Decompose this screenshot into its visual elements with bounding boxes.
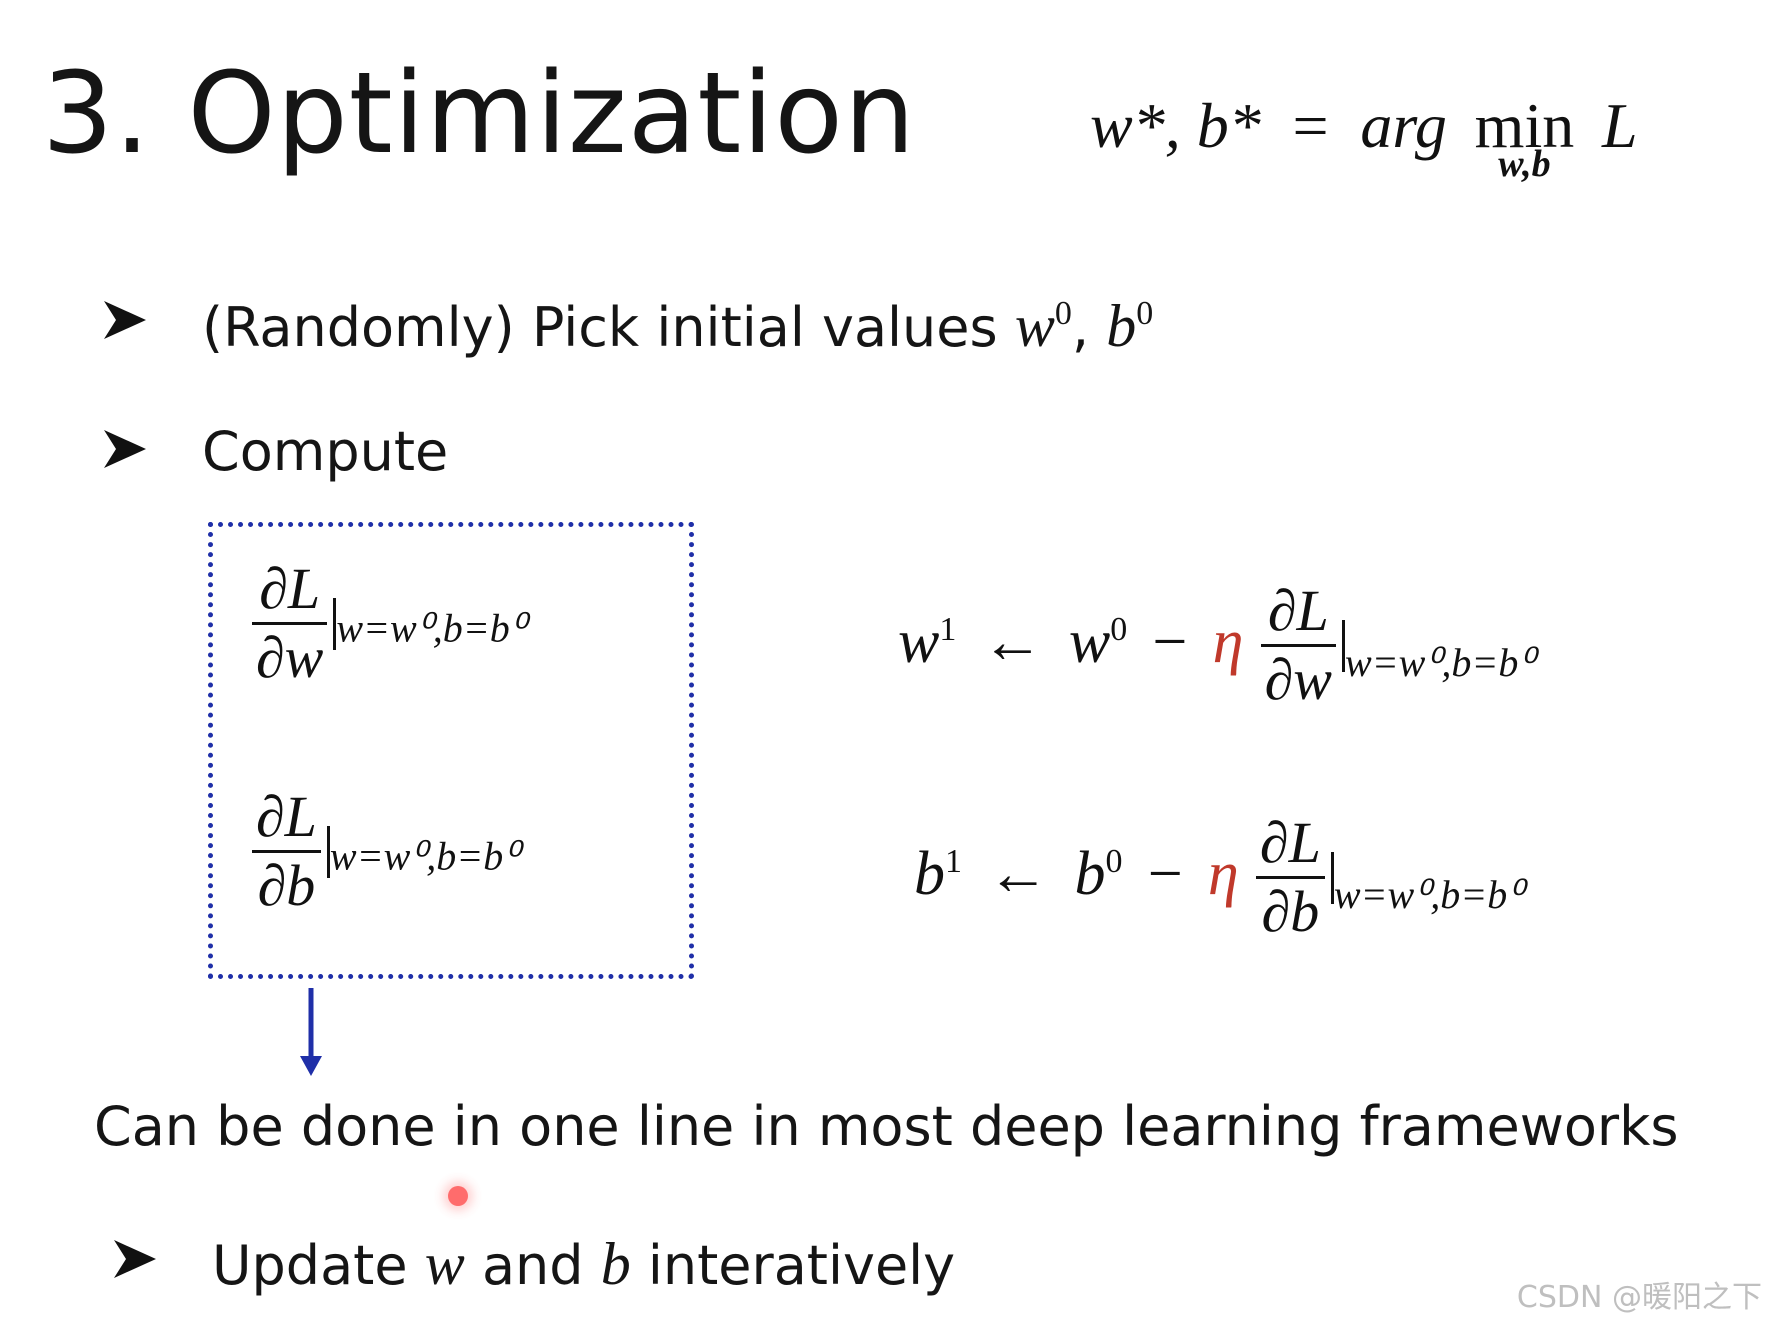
gradient-w-eval: w=w⁰,b=b⁰ [336,605,526,651]
update-b-fraction: ∂L ∂b [1255,810,1325,944]
gradient-b: ∂L ∂b w=w⁰,b=b⁰ [252,788,519,915]
objective-lhs: w*, b* [1090,90,1261,161]
fraction-bar [252,850,321,853]
fraction-bar [252,622,328,625]
gradient-box [208,522,694,979]
arrowhead-bullet-icon [104,301,146,339]
update-b-rhs: b [1074,839,1106,908]
bullet-pick-b: b [1106,293,1137,359]
update-w-rhs: w [1068,607,1111,676]
arrowhead-bullet-icon [104,430,146,468]
update-b-arrow: ← [987,839,1050,908]
bullet-pick-initial-text: (Randomly) Pick initial values [202,296,998,359]
bullet-update-b: b [600,1231,631,1297]
watermark: CSDN @暖阳之下 [1516,1280,1762,1315]
update-w-eval: w=w⁰,b=b⁰ [1344,639,1535,685]
fraction-bar [1260,644,1336,647]
update-w-equation: w1 ← w0 − η ∂L ∂w w=w⁰,b=b⁰ [898,582,1534,709]
update-w-lhs-sup: 1 [939,610,957,648]
bullet-update-w: w [424,1231,465,1297]
bullet-update-text-c: interatively [647,1234,956,1297]
update-w-rhs-sup: 0 [1110,610,1128,648]
gradient-w-den: ∂w [256,625,324,690]
gradient-w-fraction: ∂L ∂w [252,556,328,690]
slide-title: 3. Optimization [42,49,916,179]
bullet-update: Update w and b interatively [212,1234,955,1294]
update-b-eta: η [1207,839,1239,908]
pointer-highlight [448,1186,468,1206]
bullet-update-text-a: Update [212,1234,408,1297]
bullet-pick-w: w [1014,293,1055,359]
update-w-minus: − [1152,607,1188,676]
update-b-rhs-sup: 0 [1105,842,1123,880]
update-b-den: ∂b [1261,879,1320,944]
objective-min-sub: w,b [1498,143,1551,185]
update-b-minus: − [1147,839,1183,908]
bullet-pick-initial: (Randomly) Pick initial values w0, b0 [202,296,1153,356]
bullet-pick-sep: , [1071,296,1090,359]
gradient-b-fraction: ∂L ∂b [252,788,321,915]
evaluation-bar [1330,851,1334,904]
bullet-compute: Compute [202,420,449,483]
arrowhead-bullet-icon [114,1240,156,1278]
update-b-eval: w=w⁰,b=b⁰ [1333,871,1524,917]
update-b-num: ∂L [1259,810,1321,875]
update-w-fraction: ∂L ∂w [1260,578,1336,712]
update-b-lhs: b [914,839,945,908]
gradient-w-num: ∂L [259,556,321,621]
down-arrow-icon [300,988,322,1076]
gradient-b-num: ∂L [256,784,317,849]
objective-equals: = [1292,90,1329,161]
update-w-eta: η [1212,607,1244,676]
evaluation-bar [326,825,330,878]
bullet-update-text-b: and [481,1234,584,1297]
gradient-w: ∂L ∂w w=w⁰,b=b⁰ [252,560,526,687]
bullet-pick-w-sup: 0 [1054,295,1072,332]
objective-target: L [1602,90,1638,161]
evaluation-bar [1341,619,1345,672]
update-w-lhs: w [898,607,940,676]
objective-min-operator: min w,b [1474,88,1575,185]
evaluation-bar [333,597,337,650]
bullet-pick-b-sup: 0 [1136,295,1154,332]
objective-min: min [1474,90,1575,161]
update-w-arrow: ← [981,607,1044,676]
update-w-den: ∂w [1264,647,1332,712]
objective-formula: w*, b* = arg min w,b L [1090,88,1638,185]
fraction-bar [1255,876,1325,879]
update-b-equation: b1 ← b0 − η ∂L ∂b w=w⁰,b=b⁰ [914,814,1523,941]
objective-arg: arg [1360,90,1447,161]
framework-note: Can be done in one line in most deep lea… [94,1095,1679,1158]
gradient-b-den: ∂b [257,853,316,918]
update-b-lhs-sup: 1 [945,842,962,880]
update-w-num: ∂L [1267,578,1329,643]
gradient-b-eval: w=w⁰,b=b⁰ [329,833,520,879]
